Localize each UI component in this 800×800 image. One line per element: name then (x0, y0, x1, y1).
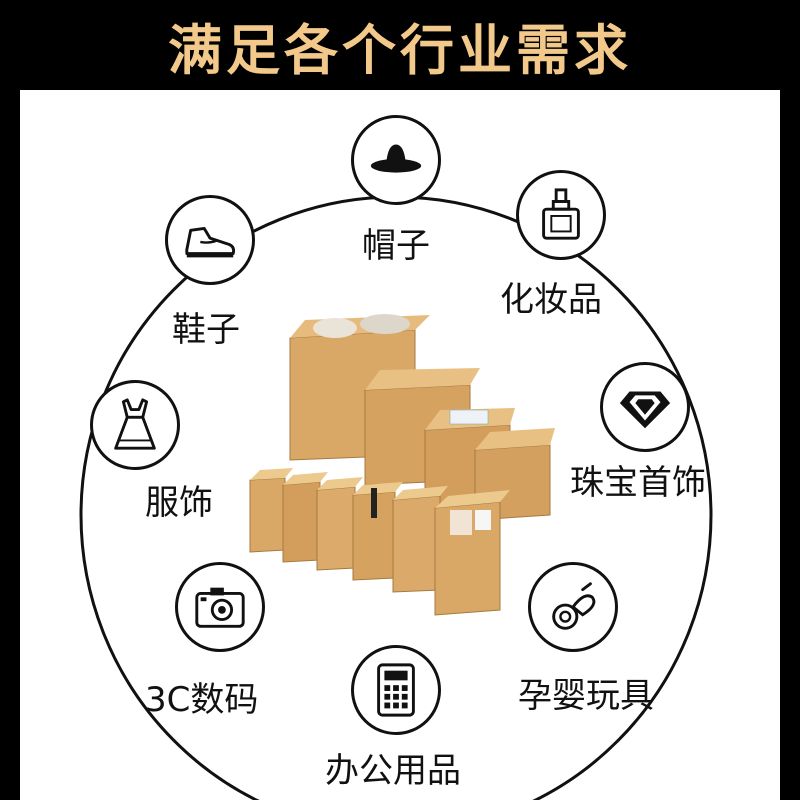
calculator-icon-badge (351, 645, 441, 735)
sneaker-icon (185, 226, 236, 258)
hat-icon-badge (351, 115, 441, 205)
page-title: 满足各个行业需求 (168, 18, 632, 82)
camera-icon-badge (175, 562, 265, 652)
label-jewelry: 珠宝首饰 (570, 463, 706, 503)
header-bar: 满足各个行业需求 (0, 0, 800, 90)
label-baby-toys: 孕婴玩具 (518, 676, 654, 716)
label-3c-digital: 3C数码 (145, 680, 259, 720)
label-cosmetics: 化妆品 (500, 280, 602, 320)
hat-icon (370, 144, 422, 173)
camera-icon (195, 587, 245, 628)
label-apparel: 服饰 (145, 483, 213, 523)
label-hats: 帽子 (362, 226, 430, 266)
sneaker-icon-badge (165, 195, 255, 285)
pacifier-icon-badge (528, 562, 618, 652)
perfume-bottle-icon (542, 188, 580, 240)
label-shoes: 鞋子 (172, 310, 240, 350)
pacifier-icon (552, 582, 596, 630)
perfume-bottle-icon-badge (516, 170, 606, 260)
label-office-supplies: 办公用品 (325, 751, 461, 791)
diamond-icon (619, 391, 671, 429)
dress-icon-badge (90, 380, 180, 470)
calculator-icon (377, 663, 415, 717)
diamond-icon-badge (600, 362, 690, 452)
content-panel: 帽子 化妆品 珠宝首饰 孕婴 (20, 90, 780, 800)
dress-icon (114, 398, 156, 450)
cardboard-boxes-image (249, 314, 555, 616)
